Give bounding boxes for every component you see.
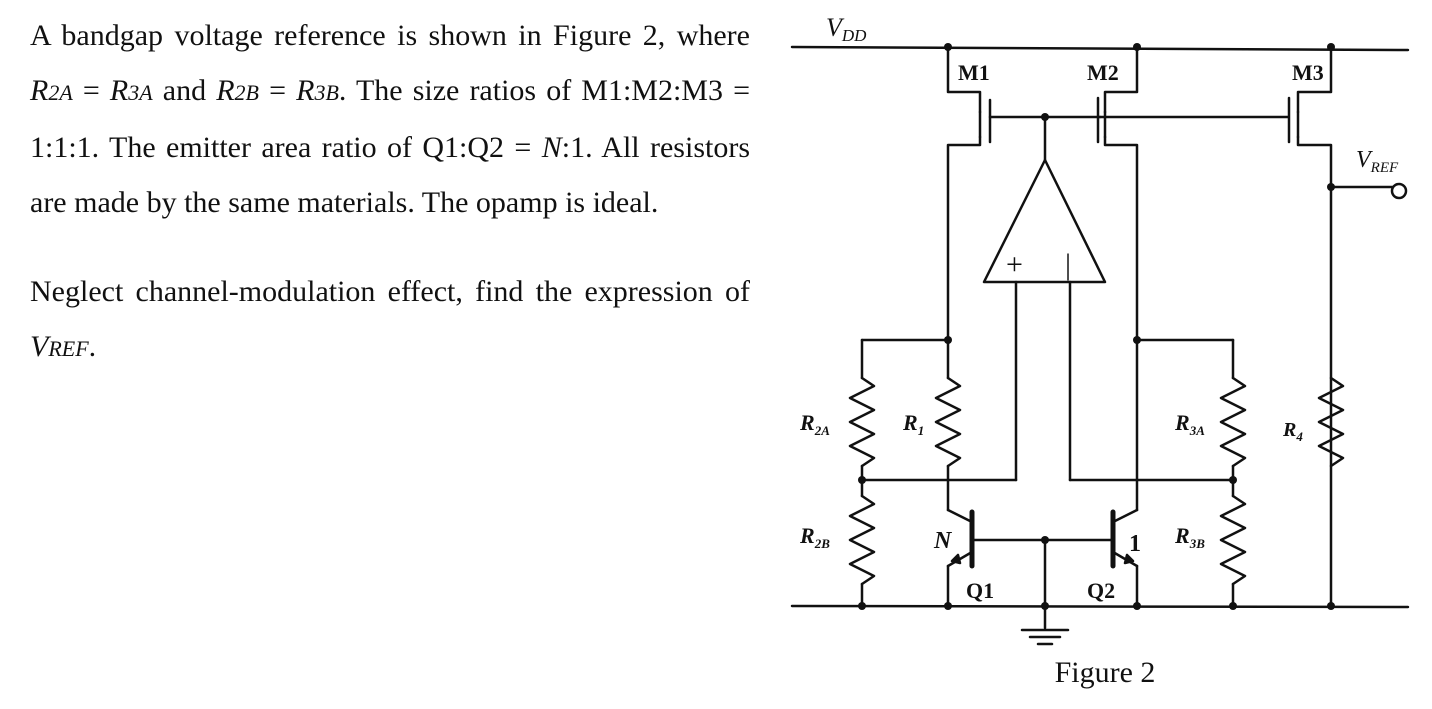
resistor-r2b [848, 494, 876, 586]
r2b-label: R2B [799, 523, 830, 551]
opamp-minus-label: | [1065, 248, 1071, 281]
q2-ratio-label: 1 [1129, 531, 1141, 557]
vdd-rail [790, 45, 1410, 52]
q1-ratio-label: N [933, 528, 953, 554]
ground-symbol [1020, 604, 1070, 646]
text-span: . [88, 330, 97, 363]
text-span: A bandgap voltage reference is shown in … [30, 19, 750, 52]
r4-label: R4 [1282, 419, 1303, 444]
problem-paragraph-1: A bandgap voltage reference is shown in … [30, 8, 750, 230]
text-span: :1. All resistors are made by the same m… [30, 131, 750, 219]
mosfet-m1 [946, 45, 1102, 342]
problem-statement: A bandgap voltage reference is shown in … [30, 8, 750, 376]
q2-label: Q2 [1087, 578, 1115, 603]
r3b-symbol: R3B [296, 74, 339, 107]
mosfet-m3 [1287, 45, 1333, 608]
ground-rail [790, 604, 1410, 609]
m1-label: M1 [958, 60, 990, 85]
resistor-r3a [1219, 376, 1247, 468]
q1-label: Q1 [966, 578, 994, 603]
resistor-r1 [934, 376, 962, 468]
vref-label: VREF [1356, 147, 1399, 176]
bjt-q2 [1043, 509, 1139, 608]
r2b-symbol: R2B [216, 74, 259, 107]
figure-caption: Figure 2 [1054, 656, 1156, 689]
m3-label: M3 [1292, 60, 1324, 85]
text-span: and [152, 74, 217, 107]
text-span: . The size ratios of M1:M2:M3 = 1:1:1. T… [30, 74, 751, 164]
bjt-q1 [946, 509, 1047, 608]
r1-label: R1 [902, 410, 924, 438]
vref-symbol: VREF [30, 330, 89, 363]
resistor-r3b [1219, 494, 1247, 586]
equals-sign: = [259, 74, 297, 107]
r2a-label: R2A [799, 410, 830, 438]
junction-dots [858, 43, 1335, 610]
problem-paragraph-2: Neglect channel-modulation effect, find … [30, 264, 750, 376]
resistor-r4 [1317, 376, 1345, 468]
vdd-label: VDD [826, 13, 867, 45]
n-symbol: N [541, 131, 562, 164]
opamp-plus-label: + [1006, 248, 1023, 281]
r3a-label: R3A [1174, 410, 1205, 438]
resistor-r2a [848, 376, 876, 468]
opamp [982, 158, 1107, 284]
equals-sign: = [72, 74, 110, 107]
text-span: Neglect channel-modulation effect, find … [30, 275, 750, 308]
m2-label: M2 [1087, 60, 1119, 85]
r3b-label: R3B [1174, 523, 1205, 551]
r2a-symbol: R2A [30, 74, 73, 107]
r3a-symbol: R3A [109, 74, 153, 107]
mosfet-m2 [1096, 45, 1290, 342]
vref-terminal[interactable] [1390, 182, 1408, 200]
